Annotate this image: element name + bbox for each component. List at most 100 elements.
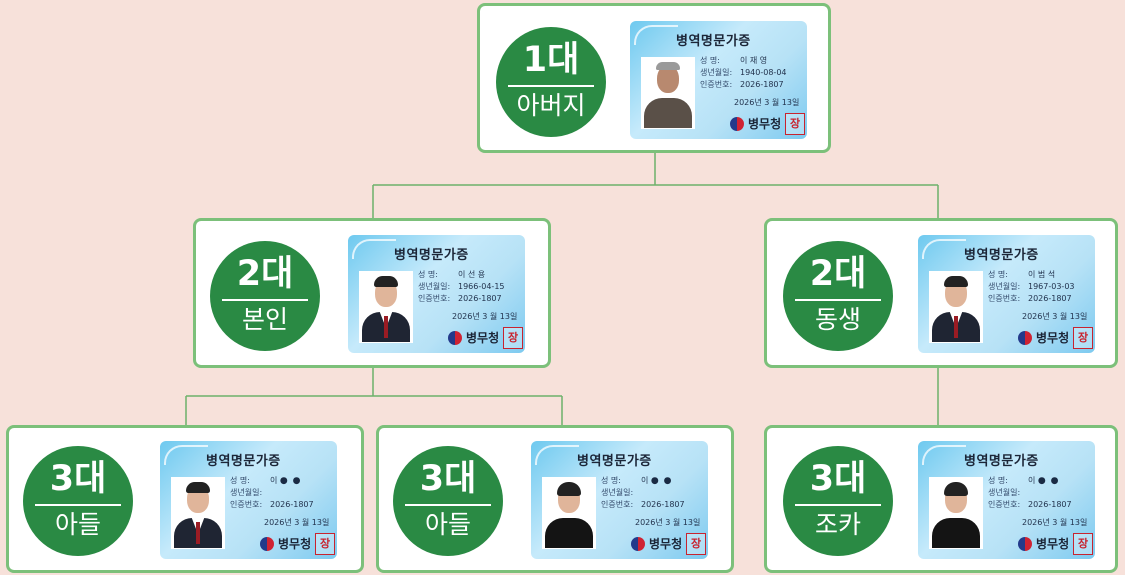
young-man-in-suit-portrait-icon (171, 477, 225, 549)
id-card: 병역명문가증 성 명:이 선 용 생년월일:1966-04-15 인증번호:20… (348, 235, 525, 353)
relation-label: 아버지 (516, 91, 586, 120)
card-title: 병역명문가증 (394, 248, 469, 263)
card-decoration (352, 239, 396, 259)
official-seal: 장 (503, 327, 523, 349)
masked-name: ● ● (279, 476, 302, 486)
badge-divider (222, 299, 308, 301)
agency-name: 병무청 (649, 537, 683, 551)
official-seal: 장 (686, 533, 706, 555)
cert-number: 2026-1807 (740, 80, 784, 89)
card-title: 병역명문가증 (577, 454, 652, 469)
relation-label: 아들 (424, 510, 471, 539)
agency-name: 병무청 (1036, 331, 1070, 345)
generation-number: 3대 (419, 459, 477, 499)
card-decoration (922, 239, 966, 259)
name-row: 성 명:이 ● ● (988, 476, 1060, 486)
person-name: 이 (1028, 476, 1036, 485)
taegeuk-emblem-icon (448, 331, 462, 345)
issue-date: 2026년 3 월 13일 (635, 518, 701, 527)
relation-label: 조카 (814, 510, 861, 539)
taegeuk-emblem-icon (631, 537, 645, 551)
node-son-1: 3대 아들 병역명문가증 성 명:이 ● ● 생년월일: 인증번호:2026-1… (6, 425, 364, 573)
official-seal: 장 (1073, 327, 1093, 349)
name-row: 성 명:이 ● ● (230, 476, 302, 486)
badge-divider (795, 504, 881, 506)
cert-row: 인증번호:2026-1807 (230, 500, 314, 509)
relation-label: 동생 (814, 305, 861, 334)
taegeuk-emblem-icon (1018, 331, 1032, 345)
young-man-portrait-icon (929, 477, 983, 549)
generation-number: 1대 (522, 40, 580, 80)
id-card: 병역명문가증 성 명:이 ● ● 생년월일: 인증번호:2026-1807 20… (531, 441, 708, 559)
issue-date: 2026년 3 월 13일 (1022, 312, 1088, 321)
badge-divider (508, 85, 594, 87)
card-title: 병역명문가증 (964, 248, 1039, 263)
elderly-man-portrait-icon (641, 57, 695, 129)
relation-label: 본인 (241, 305, 288, 334)
birth-date: 1967-03-03 (1028, 282, 1075, 291)
man-in-suit-portrait-icon (929, 271, 983, 343)
badge-divider (795, 299, 881, 301)
cert-row: 인증번호:2026-1807 (988, 294, 1072, 303)
generation-badge: 2대 동생 (783, 241, 893, 351)
card-decoration (535, 445, 579, 465)
generation-badge: 3대 아들 (23, 446, 133, 556)
agency-name: 병무청 (1036, 537, 1070, 551)
birth-row: 생년월일:1967-03-03 (988, 282, 1075, 291)
cert-row: 인증번호:2026-1807 (988, 500, 1072, 509)
badge-divider (405, 504, 491, 506)
badge-divider (35, 504, 121, 506)
id-card: 병역명문가증 성 명:이 범 석 생년월일:1967-03-03 인증번호:20… (918, 235, 1095, 353)
card-decoration (634, 25, 678, 45)
agency-name: 병무청 (748, 117, 782, 131)
birth-row: 생년월일: (601, 488, 634, 497)
agency-name: 병무청 (278, 537, 312, 551)
name-row: 성 명:이 재 영 (700, 56, 768, 65)
masked-name: ● ● (650, 476, 673, 486)
generation-number: 2대 (236, 254, 294, 294)
node-brother: 2대 동생 병역명문가증 성 명:이 범 석 생년월일:1967-03-03 인… (764, 218, 1118, 368)
cert-row: 인증번호:2026-1807 (601, 500, 685, 509)
name-row: 성 명:이 ● ● (601, 476, 673, 486)
id-card: 병역명문가증 성 명:이 ● ● 생년월일: 인증번호:2026-1807 20… (160, 441, 337, 559)
name-row: 성 명:이 선 용 (418, 270, 486, 279)
masked-name: ● ● (1037, 476, 1060, 486)
card-decoration (922, 445, 966, 465)
cert-row: 인증번호:2026-1807 (418, 294, 502, 303)
card-title: 병역명문가증 (964, 454, 1039, 469)
person-name: 이 선 용 (458, 270, 486, 279)
generation-badge: 1대 아버지 (496, 27, 606, 137)
card-decoration (164, 445, 208, 465)
issue-date: 2026년 3 월 13일 (264, 518, 330, 527)
name-row: 성 명:이 범 석 (988, 270, 1056, 279)
person-name: 이 재 영 (740, 56, 768, 65)
generation-badge: 3대 조카 (783, 446, 893, 556)
generation-number: 3대 (49, 459, 107, 499)
node-son-2: 3대 아들 병역명문가증 성 명:이 ● ● 생년월일: 인증번호:2026-1… (376, 425, 734, 573)
node-nephew: 3대 조카 병역명문가증 성 명:이 ● ● 생년월일: 인증번호:2026-1… (764, 425, 1118, 573)
generation-number: 2대 (809, 254, 867, 294)
cert-number: 2026-1807 (270, 500, 314, 509)
issue-date: 2026년 3 월 13일 (734, 98, 800, 107)
official-seal: 장 (315, 533, 335, 555)
agency-name: 병무청 (466, 331, 500, 345)
cert-number: 2026-1807 (1028, 294, 1072, 303)
taegeuk-emblem-icon (730, 117, 744, 131)
man-in-suit-portrait-icon (359, 271, 413, 343)
cert-number: 2026-1807 (1028, 500, 1072, 509)
issue-date: 2026년 3 월 13일 (452, 312, 518, 321)
official-seal: 장 (785, 113, 805, 135)
relation-label: 아들 (54, 510, 101, 539)
cert-number: 2026-1807 (641, 500, 685, 509)
birth-row: 생년월일:1966-04-15 (418, 282, 505, 291)
node-self: 2대 본인 병역명문가증 성 명:이 선 용 생년월일:1966-04-15 인… (193, 218, 551, 368)
card-title: 병역명문가증 (676, 34, 751, 49)
birth-date: 1966-04-15 (458, 282, 505, 291)
generation-badge: 3대 아들 (393, 446, 503, 556)
id-card: 병역명문가증 성 명:이 ● ● 생년월일: 인증번호:2026-1807 20… (918, 441, 1095, 559)
young-man-portrait-icon (542, 477, 596, 549)
birth-row: 생년월일: (230, 488, 263, 497)
person-name: 이 (270, 476, 278, 485)
generation-badge: 2대 본인 (210, 241, 320, 351)
